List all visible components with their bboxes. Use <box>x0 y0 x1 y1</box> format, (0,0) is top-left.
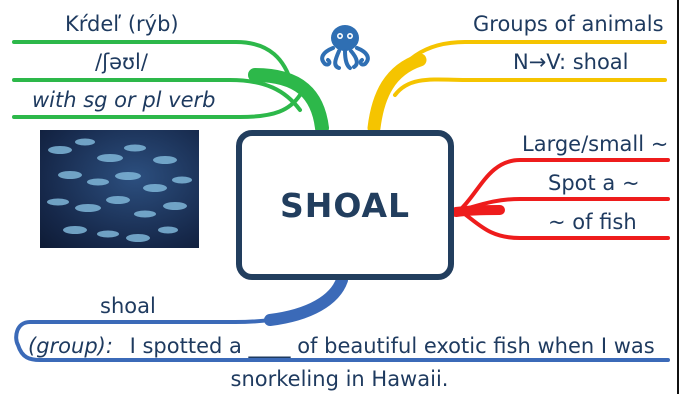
octopus-icon <box>320 25 370 70</box>
green-branch <box>12 40 329 135</box>
fish-school-photo <box>40 130 199 248</box>
sentence-prefix: (group): <box>28 334 113 358</box>
label-groups-of-animals: Groups of animals <box>473 12 664 36</box>
label-large-small: Large/small ~ <box>522 132 669 156</box>
red-branch <box>451 158 670 240</box>
example-sentence-line2: snorkeling in Hawaii. <box>230 367 449 391</box>
yellow-branch <box>367 40 667 135</box>
label-pronunciation: /ʃəʊl/ <box>95 50 148 74</box>
label-of-fish: ~ of fish <box>548 210 637 234</box>
label-kredel: Kŕdeľ (rýb) <box>65 12 179 36</box>
center-title: SHOAL <box>279 185 411 225</box>
label-shoal: shoal <box>100 294 156 318</box>
label-noun-verb: N→V: shoal <box>513 50 629 74</box>
label-verb-note: with sg or pl verb <box>32 88 216 112</box>
sentence-text: I spotted a ____ of beautiful exotic fis… <box>129 334 655 358</box>
center-node: SHOAL <box>236 130 454 280</box>
blue-branch <box>14 274 670 362</box>
example-sentence-line1: (group): I spotted a ____ of beautiful e… <box>28 334 655 358</box>
label-spot-a: Spot a ~ <box>548 171 640 195</box>
